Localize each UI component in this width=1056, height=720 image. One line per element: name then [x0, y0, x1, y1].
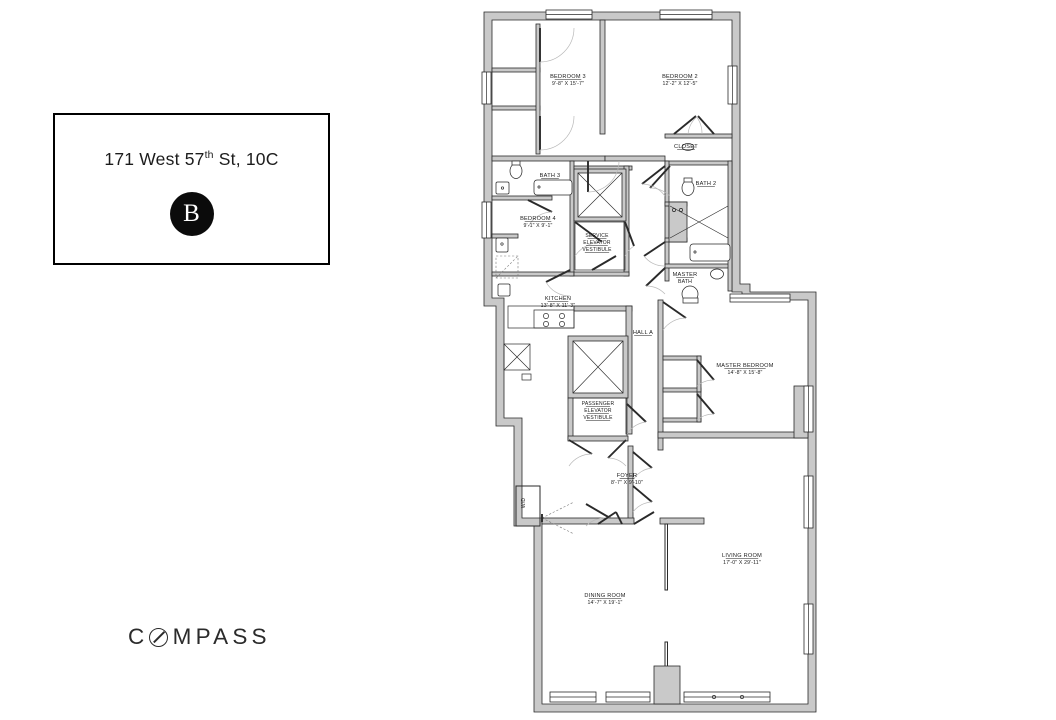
- compass-wordmark-after: MPASS: [172, 624, 271, 649]
- room-name-bath2: BATH 2: [696, 181, 717, 187]
- room-dim-bedroom3: 9'-8" X 15'-7": [552, 81, 584, 87]
- listing-title-card: 171 West 57th St, 10C B: [53, 113, 330, 265]
- room-name-bedroom3: BEDROOM 3: [550, 74, 586, 80]
- room-name-bedroom2: BEDROOM 2: [662, 74, 698, 80]
- page-title: 171 West 57th St, 10C: [104, 149, 278, 170]
- room-dim-masterbed: 14'-8" X 15'-8": [727, 370, 762, 376]
- floorplan-svg: .wall { fill:#c9c9c9; stroke:#2a2a2a; st…: [481, 9, 817, 713]
- room-dim-masterbath: BATH: [678, 279, 692, 285]
- page-title-ordinal: th: [204, 148, 214, 161]
- label-passenger-elevator-vestibule-line-0: PASSENGER: [582, 401, 615, 407]
- room-label-bath3: BATH 3: [540, 173, 561, 179]
- room-label-bedroom2: BEDROOM 212'-2" X 12'-5": [662, 74, 698, 87]
- room-labels: BEDROOM 39'-8" X 15'-7" BEDROOM 212'-2" X…: [520, 74, 773, 606]
- room-label-halla: HALL A: [633, 330, 653, 336]
- room-dim-diningroom: 14'-7" X 19'-1": [587, 600, 622, 606]
- room-dim-kitchen: 13'-8" X 11'-3": [541, 303, 576, 309]
- room-label-bath2: BATH 2: [696, 181, 717, 187]
- label-service-elevator-vestibule-line-1: ELEVATOR: [583, 240, 611, 246]
- brand-monogram-letter: B: [183, 199, 200, 227]
- label-service-elevator-vestibule-line-2: VESTIBULE: [582, 247, 612, 253]
- room-dim-bedroom2: 12'-2" X 12'-5": [662, 81, 697, 87]
- label-passenger-elevator-vestibule-line-2: VESTIBULE: [583, 415, 613, 421]
- room-label-bedroom3: BEDROOM 39'-8" X 15'-7": [550, 74, 586, 87]
- brand-monogram-icon: B: [169, 191, 214, 236]
- floorplan-drawing: .wall { fill:#c9c9c9; stroke:#2a2a2a; st…: [474, 6, 840, 714]
- room-dim-livingroom: 17'-0" X 29'-11": [723, 560, 761, 566]
- room-name-masterbed: MASTER BEDROOM: [716, 363, 773, 369]
- compass-logo: C MPASS: [128, 624, 271, 649]
- room-name-diningroom: DINING ROOM: [584, 593, 625, 599]
- page-title-unit: St, 10C: [213, 148, 279, 169]
- page-title-street: 171 West 57: [104, 148, 205, 169]
- compass-wordmark-before: C: [128, 624, 149, 649]
- room-name-closet: CLOSET: [674, 144, 698, 150]
- room-name-masterbath: MASTER: [673, 272, 698, 278]
- compass-needle-o-icon: [149, 627, 169, 647]
- room-label-closet: CLOSET: [674, 144, 698, 150]
- label-service-elevator-vestibule-line-0: SERVICE: [585, 233, 609, 239]
- room-name-halla: HALL A: [633, 330, 653, 336]
- room-name-bedroom4: BEDROOM 4: [520, 216, 556, 222]
- room-name-livingroom: LIVING ROOM: [722, 553, 762, 559]
- room-name-foyer: FOYER: [617, 473, 638, 479]
- room-name-kitchen: KITCHEN: [545, 296, 571, 302]
- room-label-bedroom4: BEDROOM 49'-1" X 9'-1": [520, 216, 556, 229]
- room-name-bath3: BATH 3: [540, 173, 561, 179]
- label-washer-dryer: W/D: [521, 498, 527, 509]
- room-dim-bedroom4: 9'-1" X 9'-1": [524, 223, 553, 229]
- label-passenger-elevator-vestibule-line-1: ELEVATOR: [584, 408, 612, 414]
- room-dim-foyer: 8'-7" X 9'-10": [611, 480, 643, 486]
